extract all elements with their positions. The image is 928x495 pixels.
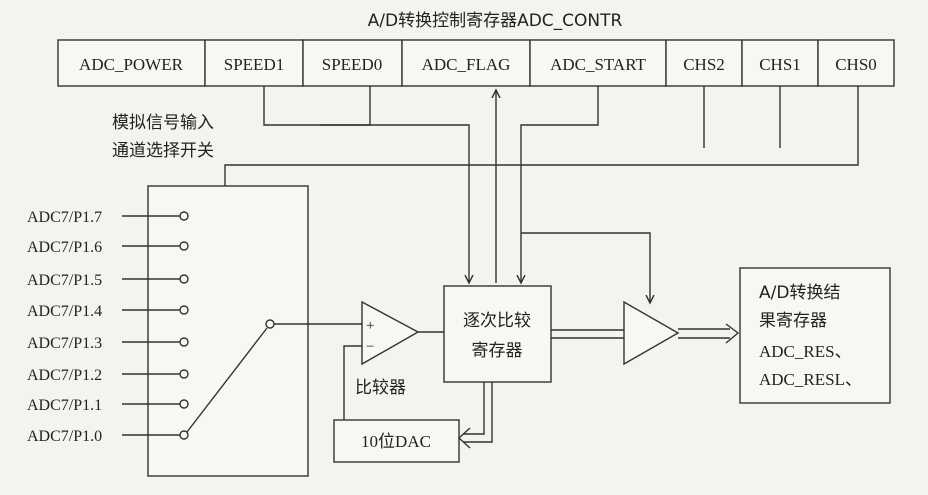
input-selector-box [147, 185, 309, 477]
switch-blade [186, 327, 268, 433]
speed-to-sar-line [320, 124, 469, 283]
result-label-line1: A/D转换结 [759, 283, 840, 303]
bit-cell-chs2 [665, 39, 743, 87]
input-terminal [179, 274, 189, 284]
sar-to-dac-arrowhead [457, 427, 471, 449]
bit-label-speed0: SPEED0 [322, 55, 382, 74]
switch-output-terminal [265, 319, 275, 329]
input-label-p15: ADC7/P1.5 [27, 272, 102, 289]
comparator-triangle [361, 300, 420, 366]
comparator-label: 比较器 [355, 378, 406, 398]
result-label-line3: ADC_RES、 [759, 342, 852, 361]
result-register-box [739, 267, 891, 404]
sar-box [443, 285, 552, 383]
output-buffer-triangle [623, 300, 680, 366]
input-label-p11: ADC7/P1.1 [27, 397, 102, 414]
input-terminal [179, 369, 189, 379]
input-label-p17: ADC7/P1.7 [27, 209, 102, 226]
input-terminal [179, 241, 189, 251]
bit-cell-speed1 [204, 39, 304, 87]
sar-label-line1: 逐次比较 [463, 311, 531, 331]
input-label-p14: ADC7/P1.4 [27, 303, 102, 320]
dac-feedback-line [343, 345, 362, 420]
switch-label-line1: 模拟信号输入 [112, 113, 214, 133]
result-label-line4: ADC_RESL、 [759, 370, 862, 389]
dac-box [333, 419, 460, 463]
bit-label-adc-power: ADC_POWER [79, 55, 184, 74]
speed-bits-connector [263, 86, 371, 126]
input-label-p10: ADC7/P1.0 [27, 428, 102, 445]
register-bits: ADC_POWER SPEED1 SPEED0 ADC_FLAG ADC_STA… [57, 39, 895, 87]
register-title: A/D转换控制寄存器ADC_CONTR [368, 11, 623, 31]
comparator-plus: + [366, 318, 374, 334]
start-to-buffer-line [521, 232, 650, 303]
comparator-minus: − [366, 339, 374, 355]
input-terminal [179, 305, 189, 315]
bit-label-speed1: SPEED1 [224, 55, 284, 74]
input-label-p12: ADC7/P1.2 [27, 367, 102, 384]
input-terminal [179, 211, 189, 221]
bit-cell-adc-power [57, 39, 206, 87]
bit-label-chs2: CHS2 [683, 55, 725, 74]
bit-label-chs0: CHS0 [835, 55, 877, 74]
sar-to-dac-bus-inner [463, 382, 485, 435]
bit-label-adc-start: ADC_START [550, 55, 646, 74]
switch-label-line2: 通道选择开关 [112, 141, 214, 161]
sar-label-line2: 寄存器 [472, 341, 523, 361]
input-terminal [179, 399, 189, 409]
adc-start-to-sar-line [521, 86, 599, 283]
input-label-p16: ADC7/P1.6 [27, 239, 102, 256]
buffer-to-result-arrowhead [725, 323, 740, 344]
sar-to-dac-bus-outer [463, 382, 493, 443]
result-label-line2: 果寄存器 [759, 311, 827, 331]
bit-cell-chs0 [817, 39, 895, 87]
dac-label: 10位DAC [361, 432, 431, 451]
input-channels: ADC7/P1.7 ADC7/P1.6 ADC7/P1.5 ADC7/P1.4 … [27, 209, 189, 445]
input-terminal [179, 430, 189, 440]
input-label-p13: ADC7/P1.3 [27, 335, 102, 352]
bit-label-chs1: CHS1 [759, 55, 801, 74]
bit-cell-speed0 [302, 39, 403, 87]
input-terminal [179, 337, 189, 347]
bit-label-adc-flag: ADC_FLAG [422, 55, 511, 74]
